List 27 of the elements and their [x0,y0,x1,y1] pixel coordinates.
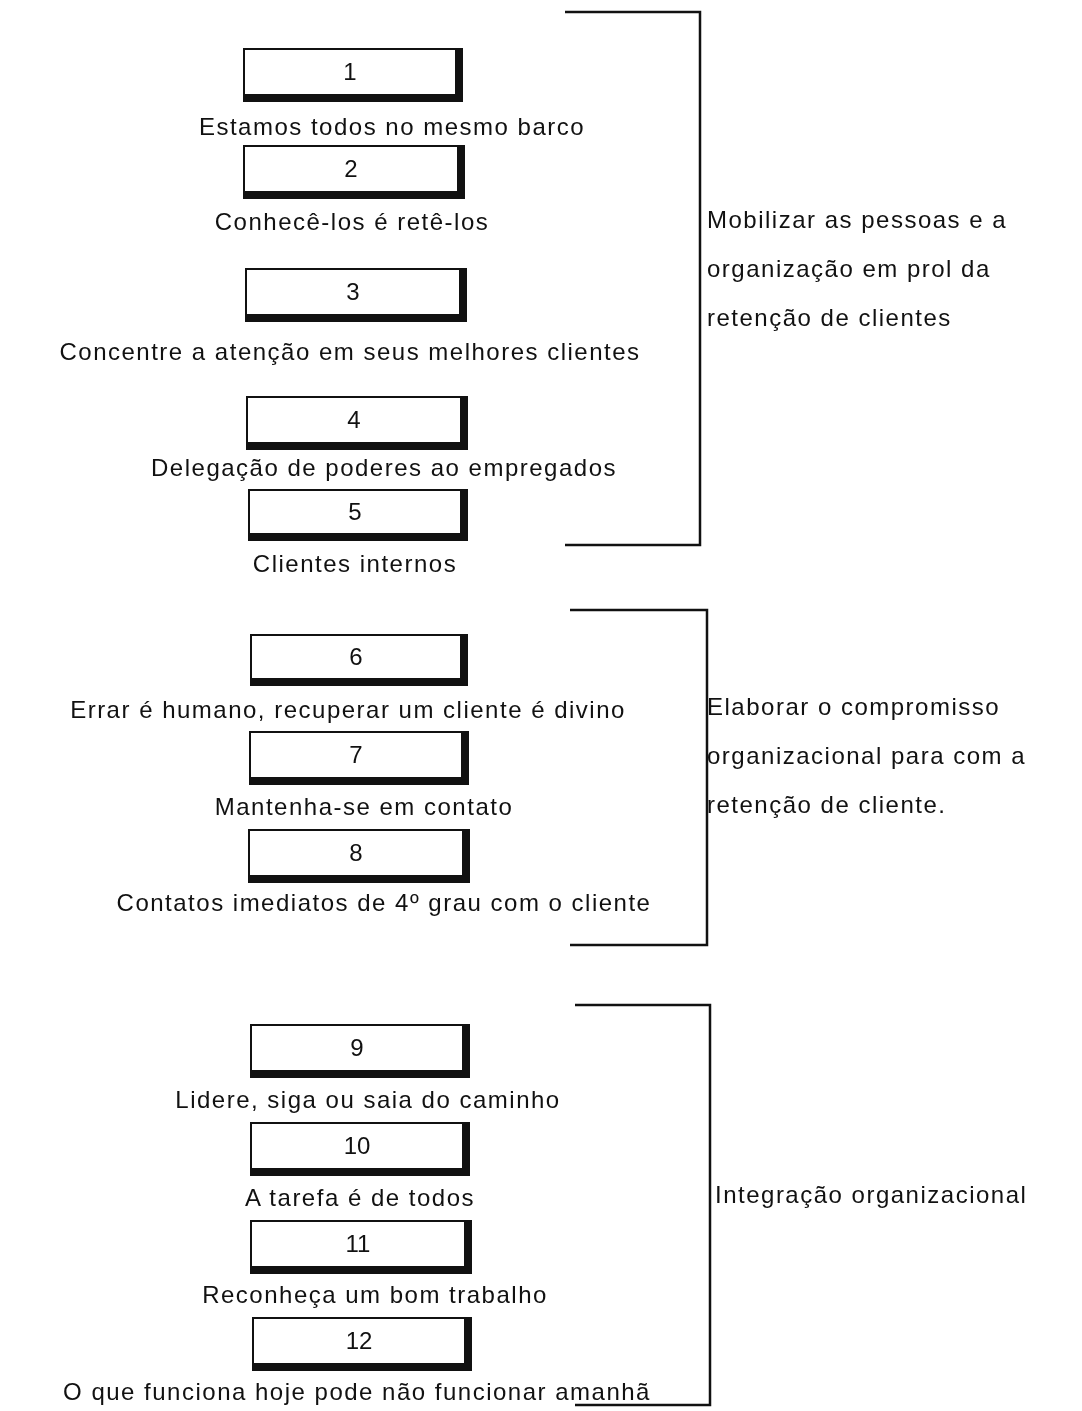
number-box: 8 [248,829,470,883]
number-box: 1 [243,48,463,102]
number-box: 12 [252,1317,472,1371]
number-box: 4 [246,396,468,450]
caption-text: Estamos todos no mesmo barco [198,113,586,141]
caption-text: Conhecê-los é retê-los [214,208,490,236]
caption-text: Lidere, siga ou saia do caminho [175,1086,561,1114]
caption-text: Mantenha-se em contato [214,793,514,821]
number-box: 2 [243,145,465,199]
caption-text: Clientes internos [252,550,458,578]
caption-text: Reconheça um bom trabalho [202,1281,548,1309]
group-label: Integração organizacional [715,1180,1029,1210]
caption-text: Concentre a atenção em seus melhores clientes [59,338,641,366]
number-box: 5 [248,489,468,541]
number-box: 10 [250,1122,470,1176]
number-box: 6 [250,634,468,686]
caption-text: O que funciona hoje pode não funcionar amanhã [63,1378,651,1406]
caption-text: A tarefa é de todos [245,1184,475,1212]
group-label: Mobilizar as pessoas e a organização em prol da retenção de clientes [707,205,1009,333]
caption-text: Delegação de poderes ao empregados [151,454,617,482]
number-box: 9 [250,1024,470,1078]
group-label: Elaborar o compromisso organizacional para com a retenção de cliente. [707,692,1027,820]
number-box: 11 [250,1220,472,1274]
number-box: 3 [245,268,467,322]
caption-text: Contatos imediatos de 4º grau com o cliente [116,889,652,917]
number-box: 7 [249,731,469,785]
caption-text: Errar é humano, recuperar um cliente é divino [70,696,626,724]
